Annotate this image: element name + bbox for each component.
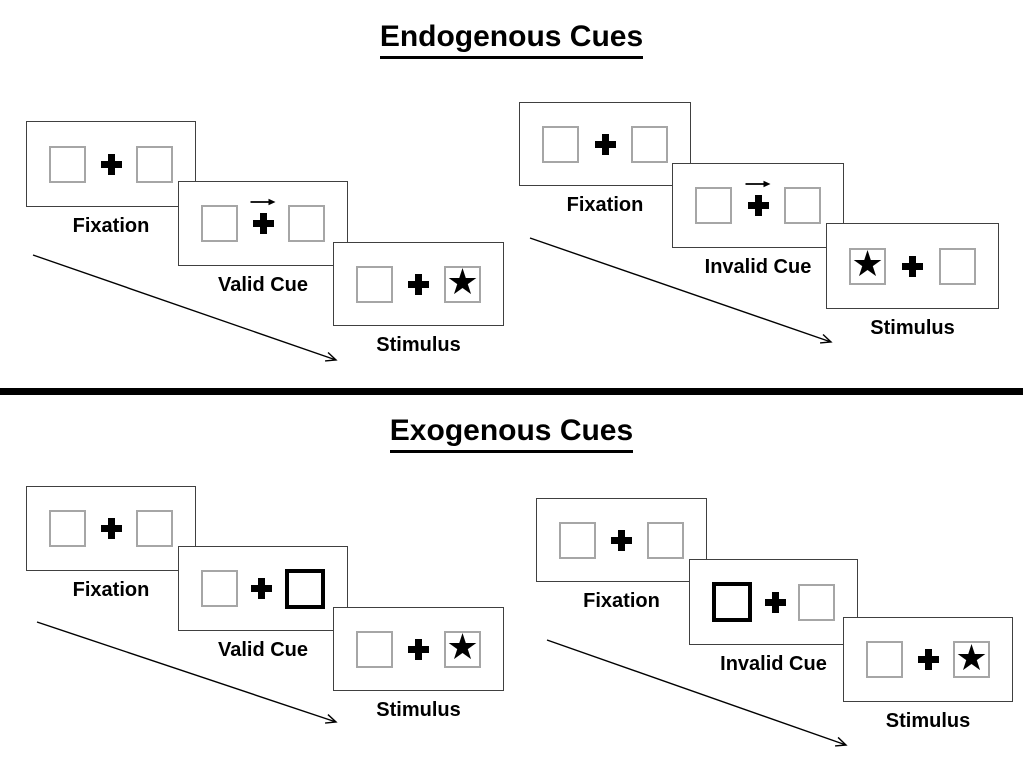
- endogenous-invalid-invalid-cue-label: Invalid Cue: [704, 256, 812, 278]
- fixation-cross-icon: [747, 195, 769, 216]
- cue-arrow-icon: [250, 198, 276, 206]
- panel-center: [408, 638, 429, 660]
- exogenous-valid-valid-cue-label: Valid Cue: [217, 639, 309, 661]
- right-box: [784, 187, 821, 224]
- left-box: [542, 125, 579, 163]
- endogenous-invalid-stimulus-panel: ★: [826, 223, 999, 309]
- exogenous-valid-stimulus-label: Stimulus: [376, 699, 461, 721]
- exogenous-invalid-fixation-panel: [536, 498, 707, 582]
- right-box: [939, 247, 976, 285]
- right-box: ★: [953, 636, 990, 678]
- fixation-cross-icon: [251, 578, 272, 599]
- panel-center: [100, 153, 122, 175]
- endogenous-valid-fixation-panel: [26, 121, 196, 207]
- fixation-cross-icon: [408, 638, 429, 660]
- right-box: ★: [444, 261, 481, 303]
- left-box: [712, 582, 752, 622]
- panel-center: [251, 578, 272, 599]
- fixation-cross-icon: [100, 153, 122, 175]
- right-box: [136, 145, 173, 183]
- endogenous-invalid-invalid-cue-panel: [672, 163, 844, 248]
- left-box: [559, 521, 596, 559]
- exogenous-title-text: Exogenous Cues: [389, 414, 634, 453]
- panel-center: [594, 133, 616, 155]
- fixation-cross-icon: [100, 518, 122, 539]
- left-box: [695, 187, 732, 224]
- endogenous-valid-valid-cue-panel: [178, 181, 348, 266]
- exogenous-valid-fixation-panel: [26, 486, 196, 571]
- left-box: [49, 510, 86, 547]
- exogenous-invalid-invalid-cue-label: Invalid Cue: [720, 653, 827, 675]
- panel-center: [745, 180, 771, 216]
- exogenous-invalid-stimulus-panel: ★: [843, 617, 1013, 702]
- fixation-cross-icon: [917, 649, 939, 670]
- fixation-cross-icon: [764, 591, 786, 613]
- left-box: [49, 145, 86, 183]
- right-box: [285, 568, 325, 609]
- star-icon: ★: [851, 243, 884, 284]
- right-box: [798, 583, 835, 621]
- endogenous-valid-fixation-label: Fixation: [72, 215, 150, 237]
- exogenous-invalid-invalid-cue-panel: [689, 559, 858, 645]
- panel-center: [408, 273, 429, 295]
- endogenous-valid-valid-cue-label: Valid Cue: [217, 274, 309, 296]
- endogenous-title-text: Endogenous Cues: [379, 20, 644, 59]
- exogenous-valid-stimulus-panel: ★: [333, 607, 504, 691]
- exogenous-section-title: Exogenous Cues: [0, 414, 1023, 453]
- left-box: ★: [849, 243, 886, 285]
- fixation-cross-icon: [611, 529, 632, 551]
- left-box: [201, 570, 238, 607]
- fixation-cross-icon: [252, 213, 274, 234]
- left-box: [356, 265, 393, 303]
- right-box: [631, 125, 668, 163]
- endogenous-section-title: Endogenous Cues: [0, 20, 1023, 59]
- section-divider: [0, 388, 1023, 395]
- left-box: [356, 630, 393, 668]
- endogenous-invalid-fixation-label: Fixation: [566, 194, 644, 216]
- endogenous-invalid-fixation-panel: [519, 102, 691, 186]
- endogenous-valid-stimulus-panel: ★: [333, 242, 504, 326]
- star-icon: ★: [446, 626, 479, 667]
- panel-center: [902, 255, 923, 277]
- cue-arrow-icon: [745, 180, 771, 188]
- panel-center: [611, 529, 632, 551]
- right-box: [288, 205, 325, 242]
- exogenous-valid-valid-cue-panel: [178, 546, 348, 631]
- panel-center: [250, 198, 276, 234]
- panel-center: [917, 649, 939, 670]
- panel-center: [100, 518, 122, 539]
- star-icon: ★: [955, 636, 988, 678]
- fixation-cross-icon: [408, 273, 429, 295]
- exogenous-invalid-fixation-label: Fixation: [583, 590, 660, 612]
- panel-center: [764, 591, 786, 613]
- exogenous-invalid-stimulus-label: Stimulus: [885, 710, 971, 732]
- right-box: [647, 521, 684, 559]
- left-box: [866, 641, 903, 678]
- right-box: ★: [444, 626, 481, 668]
- left-box: [201, 205, 238, 242]
- right-box: [136, 510, 173, 547]
- star-icon: ★: [446, 261, 479, 302]
- fixation-cross-icon: [594, 133, 616, 155]
- endogenous-invalid-stimulus-label: Stimulus: [870, 317, 955, 339]
- endogenous-valid-stimulus-label: Stimulus: [376, 334, 461, 356]
- exogenous-valid-fixation-label: Fixation: [72, 579, 150, 601]
- fixation-cross-icon: [902, 255, 923, 277]
